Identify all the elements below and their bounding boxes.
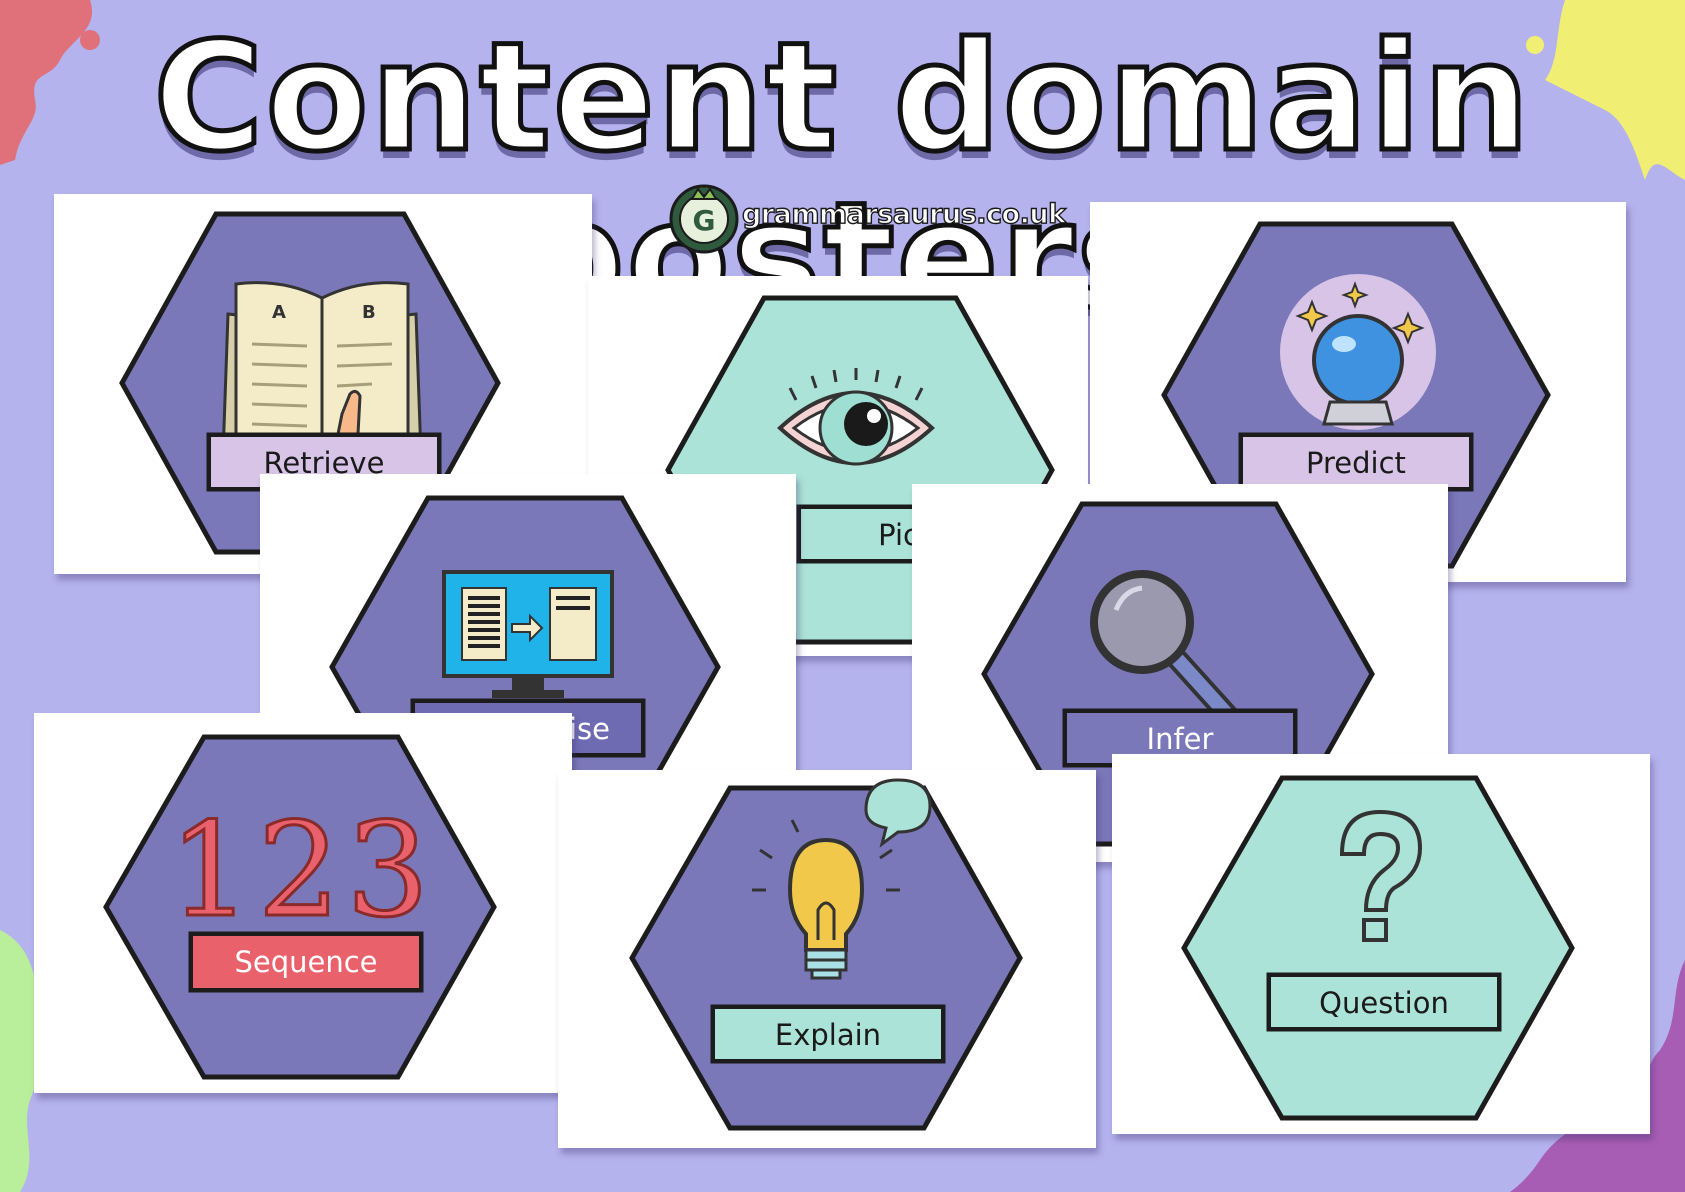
poster-question: Question xyxy=(1112,754,1650,1134)
grammarsaurus-logo: G grammarsaurus.co.uk xyxy=(668,183,1067,255)
poster-label: Explain xyxy=(712,1006,944,1062)
eye-icon xyxy=(777,368,935,466)
paint-splat-top-left xyxy=(0,0,100,165)
poster-retrieve: A B Retrieve xyxy=(54,194,592,574)
poster-label: Predict xyxy=(1240,434,1472,490)
svg-text:123: 123 xyxy=(169,794,435,946)
poster-explain: Explain xyxy=(558,770,1096,1148)
crystal-ball-icon xyxy=(1280,274,1436,430)
paint-splat-top-right xyxy=(1526,0,1685,180)
svg-text:B: B xyxy=(362,302,376,323)
paint-splat-bottom-right xyxy=(1510,960,1685,1192)
speech-bubble-icon xyxy=(864,778,932,848)
svg-text:G: G xyxy=(693,204,716,237)
computer-summary-icon xyxy=(442,570,614,698)
question-mark-icon xyxy=(1339,809,1423,942)
lightbulb-icon xyxy=(752,819,900,980)
poster-sequence: 123 Sequence xyxy=(34,713,572,1093)
g-dinosaur-logo-icon: G xyxy=(669,184,739,254)
poster-label: Question xyxy=(1268,974,1500,1030)
poster-picture: Picture xyxy=(588,276,1088,656)
poster-label: Infer xyxy=(1064,710,1296,766)
paint-splat-bottom-left xyxy=(0,930,57,1192)
logo-url: grammarsaurus.co.uk xyxy=(741,198,1066,230)
poster-label: Sequence xyxy=(190,933,422,991)
svg-text:A: A xyxy=(272,302,286,323)
hexagon-shape xyxy=(1181,775,1575,1121)
numbers-123-icon: 123 xyxy=(167,793,435,948)
